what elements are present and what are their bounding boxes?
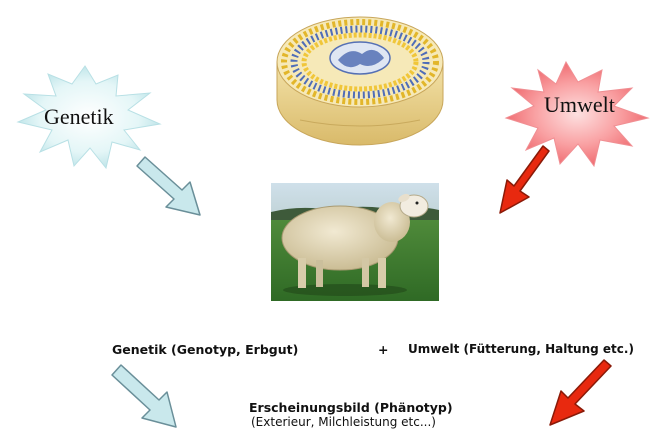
phenotype-subtitle: (Exterieur, Milchleistung etc...) [251,415,436,429]
genetics-arrow-upper [137,157,200,215]
cheese-wheel-image [277,17,443,145]
phenotype-title: Erscheinungsbild (Phänotyp) [249,400,453,415]
environment-arrow-upper [500,146,549,213]
environment-arrow-lower [550,360,611,425]
formula-genetics-text: Genetik (Genotyp, Erbgut) [112,342,298,357]
sheep-photo [271,183,439,301]
formula-environment-text: Umwelt (Fütterung, Haltung etc.) [408,342,634,356]
genetics-label: Genetik [44,104,114,130]
formula-plus-sign: + [378,342,388,357]
genetics-arrow-lower [112,365,176,427]
environment-label: Umwelt [544,92,615,118]
